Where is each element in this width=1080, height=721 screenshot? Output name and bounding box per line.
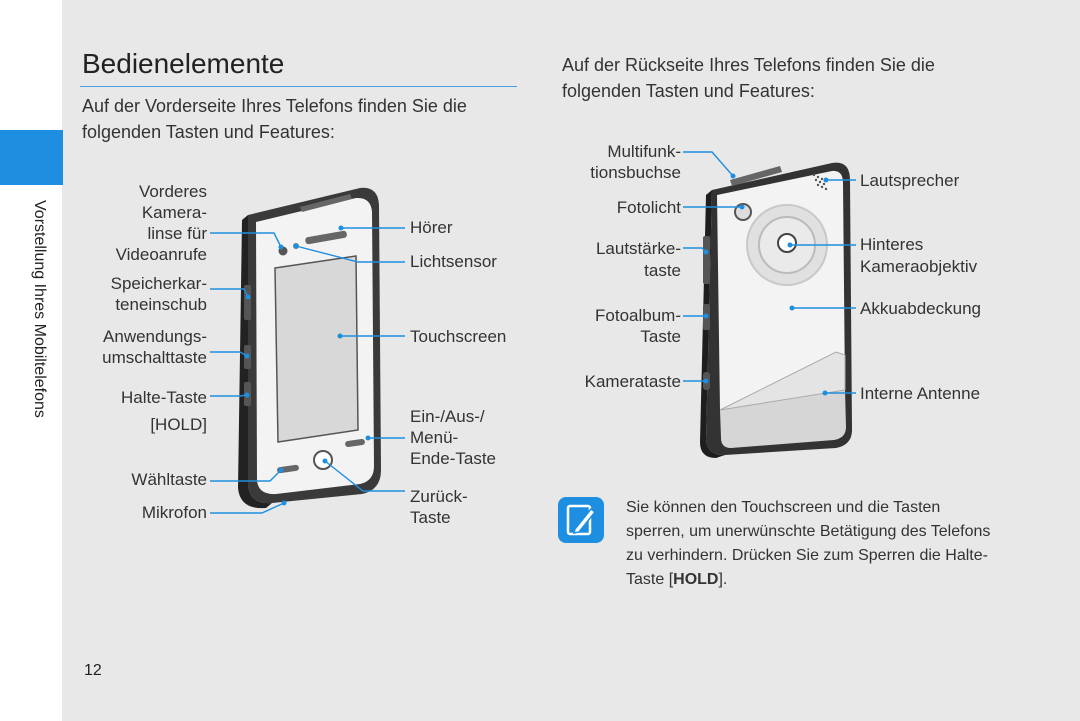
photo-album-key-label-2: Taste <box>640 327 681 346</box>
front-callouts <box>210 227 405 514</box>
power-key-label-1: Ein-/Aus-/ <box>410 407 485 426</box>
back-callouts <box>683 151 856 394</box>
multifunction-jack-label-2: tionsbuchse <box>590 163 681 182</box>
memory-slot-label-2: teneinschub <box>115 295 207 314</box>
note-hold-key: HOLD <box>673 571 719 588</box>
back-key-label-1: Zurück- <box>410 487 468 506</box>
title-rule <box>80 86 517 87</box>
back-key-label-2: Taste <box>410 508 451 527</box>
hold-key-label-2: [HOLD] <box>150 415 207 434</box>
touchscreen-label: Touchscreen <box>410 327 507 346</box>
camera-key-label: Kamerataste <box>584 372 681 391</box>
flash-label: Fotolicht <box>616 198 681 217</box>
volume-key-label-1: Lautstärke- <box>595 239 681 258</box>
app-switch-label-2: umschalttaste <box>102 348 207 367</box>
note-pencil-icon <box>558 497 604 543</box>
speaker-label: Lautsprecher <box>860 171 960 190</box>
front-camera-label-1: Vorderes <box>138 182 207 201</box>
front-camera-label-3: linse für <box>147 224 207 243</box>
note-text-part-2: ]. <box>718 571 728 588</box>
front-phone <box>238 187 381 509</box>
app-switch-label-1: Anwendungs- <box>103 327 207 346</box>
power-key-label-2: Menü- <box>410 428 459 447</box>
page-title: Bedienelemente <box>82 48 285 79</box>
battery-cover-label: Akkuabdeckung <box>860 299 981 318</box>
section-tab <box>0 130 63 185</box>
multifunction-jack-label-1: Multifunk- <box>607 142 681 161</box>
side-section-label: Vorstellung Ihres Mobiltelefons <box>31 200 48 418</box>
microphone-label: Mikrofon <box>141 503 207 522</box>
power-key-label-3: Ende-Taste <box>410 449 496 468</box>
hold-key-label-1: Halte-Taste <box>121 388 207 407</box>
page-background <box>62 0 1080 721</box>
page-number: 12 <box>84 662 102 679</box>
left-intro: Auf der Vorderseite Ihres Telefons finde… <box>82 96 467 142</box>
photo-album-key-label-1: Fotoalbum- <box>595 306 681 325</box>
note-text-part-1: Sie können den Touchscreen und die Taste… <box>626 499 991 588</box>
front-camera-label-4: Videoanrufe <box>115 245 207 264</box>
volume-key-label-2: taste <box>644 261 681 280</box>
dial-key-label: Wähltaste <box>131 470 207 489</box>
rear-lens-label-1: Hinteres <box>860 235 924 254</box>
memory-slot-label-1: Speicherkar- <box>110 274 207 293</box>
note-text: Sie können den Touchscreen und die Taste… <box>626 496 996 592</box>
back-phone <box>700 162 852 458</box>
right-intro: Auf der Rückseite Ihres Telefons finden … <box>562 55 935 101</box>
light-sensor-label: Lichtsensor <box>410 252 497 271</box>
front-camera-label-2: Kamera- <box>141 203 207 222</box>
earpiece-label: Hörer <box>410 218 453 237</box>
antenna-label: Interne Antenne <box>860 384 981 403</box>
rear-lens-label-2: Kameraobjektiv <box>860 257 978 276</box>
